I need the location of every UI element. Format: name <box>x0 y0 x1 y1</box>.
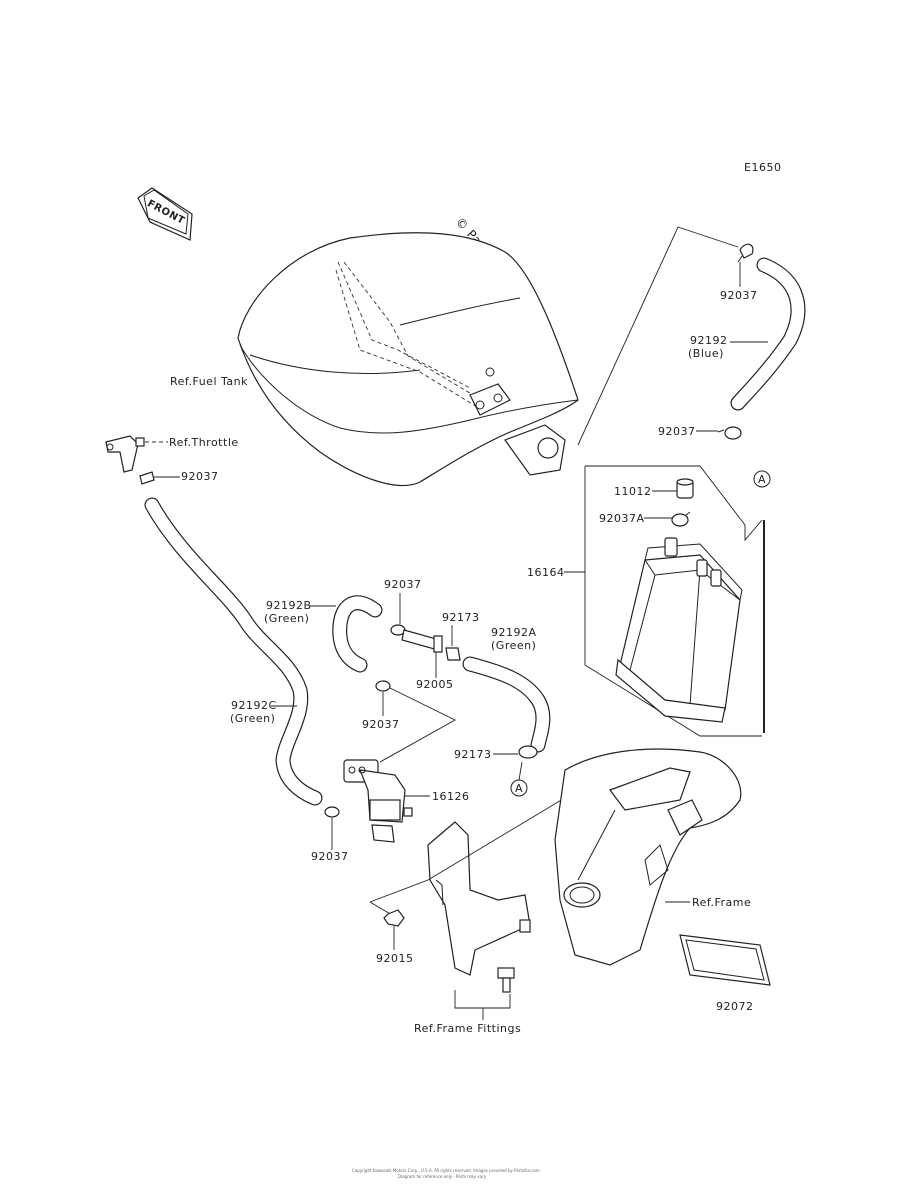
seal-92072 <box>679 934 771 986</box>
hose-92192B <box>332 595 383 673</box>
clamp-92037-label-throttle: 92037 <box>181 470 219 483</box>
canister-frame <box>585 465 763 542</box>
hose-blue-number-label: 92192 <box>690 334 728 347</box>
clamp-92037-label-valve: 92037 <box>311 850 349 863</box>
hose-92192C <box>144 497 323 806</box>
fitting-92005 <box>401 629 443 653</box>
nut-92015 <box>383 909 405 927</box>
footer-line-1: Copyright Kawasaki Motors Corp., U.S.A. … <box>352 1168 540 1173</box>
clamp-92037-label-canister: 92037 <box>658 425 696 438</box>
throttle-fitting <box>105 435 145 473</box>
valve-16126-label: 16126 <box>432 790 470 803</box>
fuel-tank-drawing <box>237 232 579 486</box>
hose-a-number-label: 92192A <box>491 626 537 639</box>
hose-b-color-label: (Green) <box>264 612 309 625</box>
diagram-code: E1650 <box>744 161 781 174</box>
ref-fuel-tank-label: Ref.Fuel Tank <box>170 375 248 388</box>
hose-92192-blue <box>730 257 806 411</box>
hose-a-color-label: (Green) <box>491 639 536 652</box>
ref-point-a-label-canister: A <box>758 473 766 486</box>
clamp-92037-label-mid-upper: 92037 <box>384 578 422 591</box>
canister-16164-label: 16164 <box>527 566 565 579</box>
nut-92015-label: 92015 <box>376 952 414 965</box>
hose-b-number-label: 92192B <box>266 599 312 612</box>
clamp-92173-label-lower: 92173 <box>454 748 492 761</box>
bolt <box>497 967 515 993</box>
ref-point-a-canister <box>753 470 771 488</box>
frame-drawing <box>554 748 742 966</box>
seal-92072-label: 92072 <box>716 1000 754 1013</box>
hose-blue-color-label: (Blue) <box>688 347 724 360</box>
cap-11012 <box>676 478 694 499</box>
ref-frame-fittings-label: Ref.Frame Fittings <box>414 1022 521 1035</box>
bracket-frame-fitting <box>427 821 531 976</box>
clamp-92037-label-mid-lower: 92037 <box>362 718 400 731</box>
clamp-92037A-label: 92037A <box>599 512 645 525</box>
hose-92192A <box>462 656 551 753</box>
ref-frame-label: Ref.Frame <box>692 896 751 909</box>
clamp-92037-label-top: 92037 <box>720 289 758 302</box>
clamp-92037A <box>671 511 691 527</box>
solenoid-valve-16126 <box>343 759 413 843</box>
cap-11012-label: 11012 <box>614 485 652 498</box>
clamp-92037-valve <box>324 806 340 818</box>
charcoal-canister <box>615 537 743 723</box>
footer-line-2: Diagram for reference only - Parts may v… <box>398 1174 487 1179</box>
clamp-92173 <box>445 647 461 661</box>
clamp-92173-label-upper: 92173 <box>442 611 480 624</box>
front-arrow-badge: FRONT <box>137 187 193 241</box>
ref-throttle-label: Ref.Throttle <box>169 436 239 449</box>
clamp-92037-canister <box>717 426 742 440</box>
clamp-92037-top <box>737 243 754 263</box>
fitting-92005-label: 92005 <box>416 678 454 691</box>
hose-c-number-label: 92192C <box>231 699 277 712</box>
clamp-92173-lower <box>518 745 538 759</box>
hose-c-color-label: (Green) <box>230 712 275 725</box>
tank-leader-line <box>577 226 739 446</box>
clamp-92037-throttle <box>139 471 155 485</box>
ref-point-a-label-lower: A <box>515 782 523 795</box>
clamp-92037-mid-lower <box>375 680 391 692</box>
